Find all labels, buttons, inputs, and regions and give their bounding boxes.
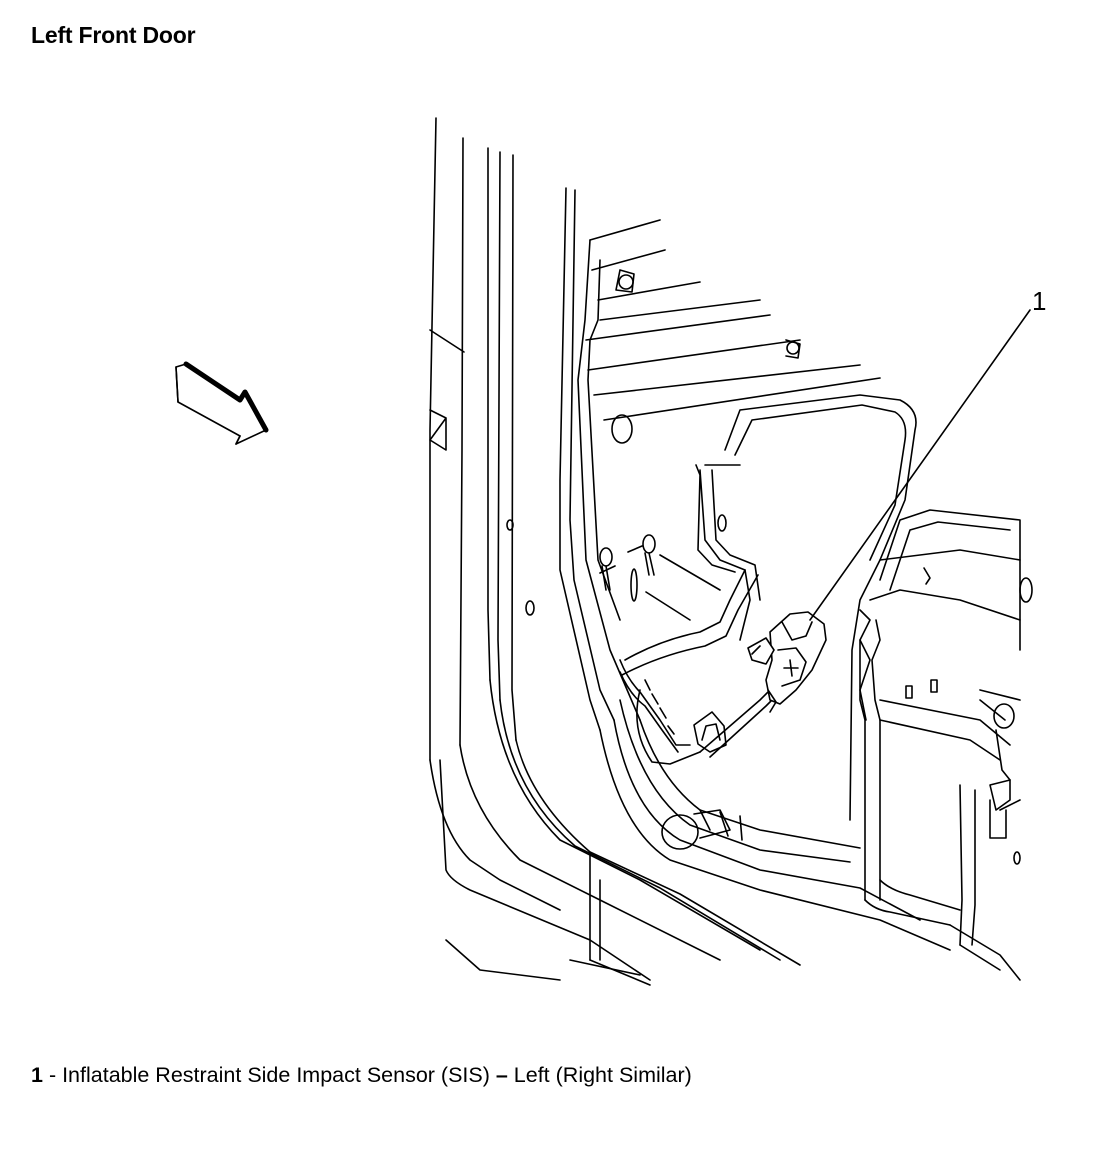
wiring-harness bbox=[619, 569, 777, 765]
view-direction-arrow-icon bbox=[175, 361, 269, 445]
door-frame-pillar bbox=[429, 117, 801, 986]
legend-side-note: Left (Right Similar) bbox=[513, 1063, 692, 1087]
page-title: Left Front Door bbox=[31, 22, 196, 48]
door-lower-structure bbox=[859, 509, 1033, 981]
legend-separator: - bbox=[42, 1063, 63, 1087]
inner-door-panel bbox=[559, 187, 951, 951]
legend-dash: – bbox=[489, 1063, 514, 1087]
legend-item-1: 1 - Inflatable Restraint Side Impact Sen… bbox=[31, 1063, 692, 1088]
mounting-clips bbox=[599, 534, 721, 621]
legend-description: Inflatable Restraint Side Impact Sensor … bbox=[62, 1063, 490, 1087]
access-opening bbox=[695, 394, 917, 821]
callout-leader-line bbox=[809, 309, 1031, 621]
legend-number: 1 bbox=[31, 1063, 43, 1087]
callout-number-1: 1 bbox=[1032, 286, 1046, 316]
side-impact-sensor bbox=[747, 611, 827, 713]
